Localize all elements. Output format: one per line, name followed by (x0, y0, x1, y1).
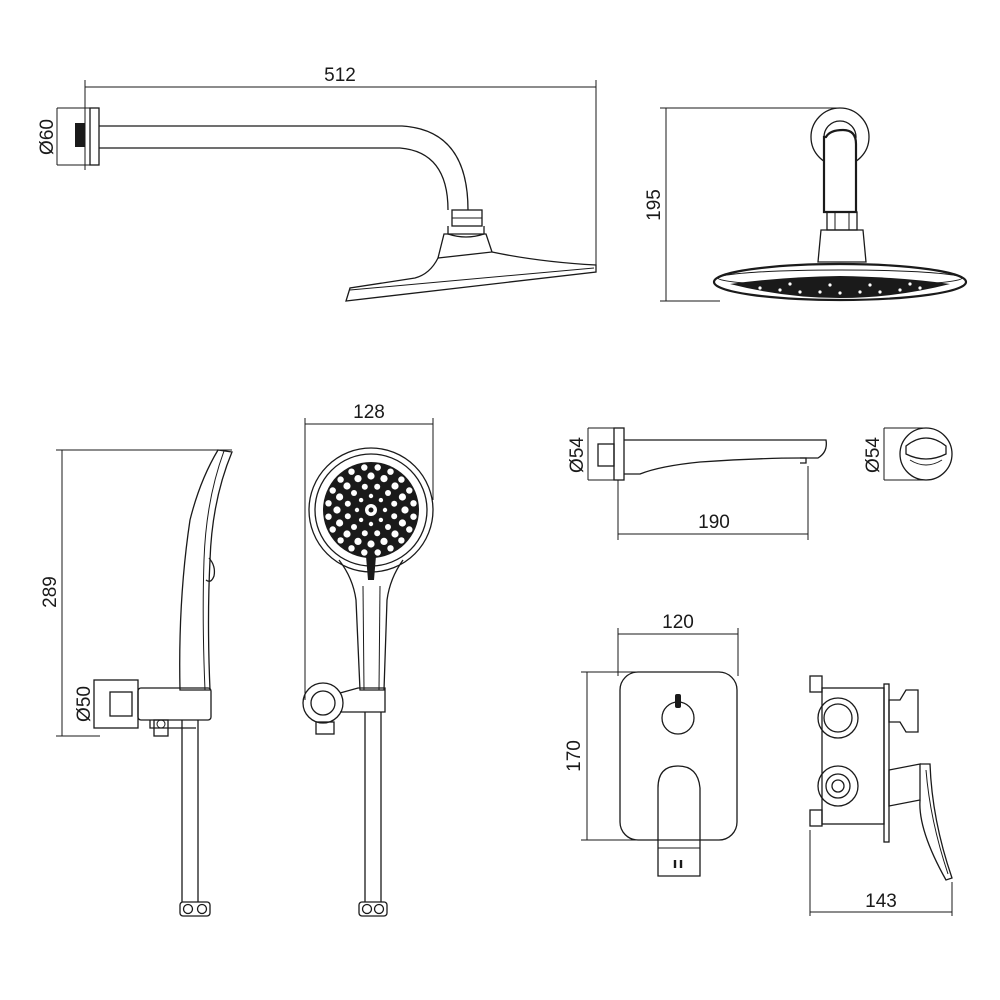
spray-nozzle (361, 549, 368, 556)
spray-nozzle (325, 513, 332, 520)
spray-nozzle (391, 513, 398, 520)
spray-nozzle (378, 497, 384, 503)
spray-nozzle (358, 517, 364, 523)
spray-nozzle (337, 537, 344, 544)
spray-nozzle (367, 472, 375, 480)
spray-nozzle (337, 476, 344, 483)
spray-nozzle (378, 517, 384, 523)
rain-head-nozzles (758, 282, 922, 295)
spray-nozzle (344, 513, 351, 520)
spray-nozzle (410, 500, 417, 507)
spray-nozzle (325, 500, 332, 507)
dim-bracket-diameter: Ø50 (74, 686, 95, 722)
spray-nozzle (348, 545, 355, 552)
spray-nozzle (382, 507, 388, 513)
spray-nozzle (361, 530, 368, 537)
spray-nozzle (385, 524, 391, 530)
spray-nozzle (374, 530, 381, 537)
spray-nozzle (343, 530, 351, 538)
hand-shower-front-view: 128 (302, 402, 434, 917)
spray-nozzle (401, 506, 409, 514)
dim-spout-flange-diameter: Ø54 (567, 437, 588, 473)
spray-nozzles (325, 464, 417, 556)
spray-nozzle (398, 476, 405, 483)
spray-nozzle (398, 537, 405, 544)
spray-nozzle (351, 524, 357, 530)
spray-nozzle (333, 506, 341, 514)
spray-nozzle (385, 490, 391, 496)
dim-plate-width: 120 (662, 612, 694, 633)
spray-nozzle (398, 519, 406, 527)
spray-nozzle (391, 500, 398, 507)
spray-nozzle (354, 475, 362, 483)
spray-nozzle (380, 537, 388, 546)
shower-arm-side-view: 512 Ø60 (37, 65, 597, 302)
spray-nozzle (387, 545, 394, 552)
spray-nozzle (348, 468, 355, 475)
dim-arm-length: 512 (324, 65, 356, 86)
spray-nozzle (380, 475, 388, 483)
spray-nozzle (374, 464, 381, 471)
hand-shower-side-view: 289 Ø50 (40, 449, 233, 917)
spray-nozzle (410, 513, 417, 520)
spray-nozzle (367, 540, 375, 548)
dim-flange-diameter: Ø60 (37, 119, 58, 155)
spray-nozzle (368, 493, 374, 499)
spray-nozzle (329, 487, 336, 494)
dim-plate-height: 170 (564, 740, 585, 772)
spray-nozzle (398, 493, 406, 501)
spray-nozzle (406, 487, 413, 494)
mixer-side-view: 143 (809, 675, 953, 916)
spray-nozzle (374, 549, 381, 556)
spray-nozzle (358, 497, 364, 503)
spray-nozzle (387, 468, 394, 475)
spray-nozzle (368, 521, 374, 527)
spray-nozzle (344, 500, 351, 507)
spout-side-view: Ø54 190 (567, 427, 827, 540)
dim-spout-front-diameter: Ø54 (863, 437, 884, 473)
spray-nozzle (374, 483, 381, 490)
spray-nozzle (354, 537, 362, 546)
spray-nozzle (361, 464, 368, 471)
spray-nozzle (406, 526, 413, 533)
spray-nozzle (336, 493, 344, 501)
spout-front-view: Ø54 (863, 427, 953, 481)
dim-spout-length: 190 (698, 512, 730, 533)
spray-nozzle (351, 490, 357, 496)
dim-handheld-width: 128 (353, 402, 385, 423)
mixer-plate-front-view: 120 170 (564, 612, 739, 877)
spray-nozzle (354, 507, 360, 513)
spray-nozzle (343, 482, 351, 490)
spray-nozzle (391, 530, 399, 538)
dim-mixer-depth: 143 (865, 891, 897, 912)
spray-nozzle (336, 519, 344, 527)
spray-nozzle (329, 526, 336, 533)
spray-nozzle (391, 482, 399, 490)
rain-head-front-view: 195 (644, 107, 968, 302)
dim-handheld-height: 289 (40, 576, 61, 608)
spray-nozzle (361, 483, 368, 490)
dim-head-height: 195 (644, 189, 665, 221)
